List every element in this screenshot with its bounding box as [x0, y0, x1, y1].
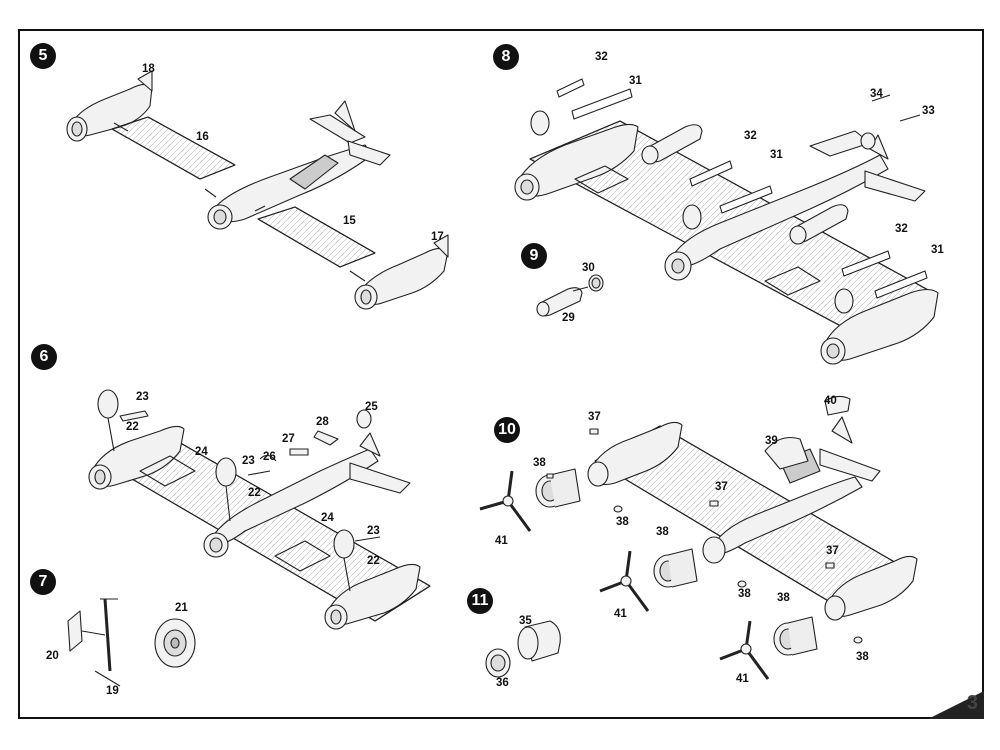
part-number: 38 — [656, 526, 669, 538]
step-9-badge: 9 — [521, 243, 547, 269]
part-number: 22 — [367, 555, 380, 567]
page-corner-mark — [928, 691, 984, 719]
part-number: 38 — [616, 516, 629, 528]
part-number: 41 — [614, 608, 627, 620]
part-number: 24 — [321, 512, 334, 524]
part-number: 20 — [46, 650, 59, 662]
part-number: 37 — [588, 411, 601, 423]
part-number: 36 — [496, 677, 509, 689]
part-number: 27 — [282, 433, 295, 445]
part-number: 37 — [715, 481, 728, 493]
step10-drawing — [479, 395, 918, 680]
part-number: 37 — [826, 545, 839, 557]
part-number: 22 — [248, 487, 261, 499]
part-number: 23 — [242, 455, 255, 467]
part-number: 35 — [519, 615, 532, 627]
part-number: 24 — [195, 446, 208, 458]
part-number: 41 — [736, 673, 749, 685]
step5-drawing — [66, 70, 449, 310]
part-number: 23 — [367, 525, 380, 537]
instruction-sheet: 5 6 7 8 9 10 11 18 16 15 17 23 22 24 23 … — [18, 29, 984, 719]
part-number: 25 — [365, 401, 378, 413]
part-number: 21 — [175, 602, 188, 614]
step-6-badge: 6 — [31, 344, 57, 370]
part-number: 34 — [870, 88, 883, 100]
part-number: 31 — [629, 75, 642, 87]
step7-drawing — [67, 598, 196, 687]
assembly-drawings — [66, 70, 939, 687]
step-7-badge: 7 — [30, 569, 56, 595]
part-number: 31 — [770, 149, 783, 161]
part-number: 32 — [895, 223, 908, 235]
step9-drawing — [536, 274, 604, 317]
step6-drawing — [88, 389, 431, 630]
part-number: 23 — [136, 391, 149, 403]
step-8-badge: 8 — [493, 44, 519, 70]
part-number: 32 — [744, 130, 757, 142]
part-number: 26 — [263, 451, 276, 463]
part-number: 19 — [106, 685, 119, 697]
step8-drawing — [514, 78, 939, 365]
part-number: 38 — [738, 588, 751, 600]
part-number: 18 — [142, 63, 155, 75]
part-number: 39 — [765, 435, 778, 447]
step-5-badge: 5 — [30, 43, 56, 69]
part-number: 31 — [931, 244, 944, 256]
part-number: 30 — [582, 262, 595, 274]
part-number: 41 — [495, 535, 508, 547]
part-number: 40 — [824, 395, 837, 407]
part-number: 38 — [856, 651, 869, 663]
part-number: 15 — [343, 215, 356, 227]
step11-drawing — [485, 620, 561, 678]
part-number: 28 — [316, 416, 329, 428]
part-number: 38 — [777, 592, 790, 604]
step-11-badge: 11 — [467, 588, 493, 614]
page-number: 3 — [966, 692, 978, 714]
part-number: 38 — [533, 457, 546, 469]
part-number: 17 — [431, 231, 444, 243]
part-number: 22 — [126, 421, 139, 433]
part-number: 32 — [595, 51, 608, 63]
part-number: 33 — [922, 105, 935, 117]
step-10-badge: 10 — [494, 417, 520, 443]
part-number: 16 — [196, 131, 209, 143]
part-number: 29 — [562, 312, 575, 324]
